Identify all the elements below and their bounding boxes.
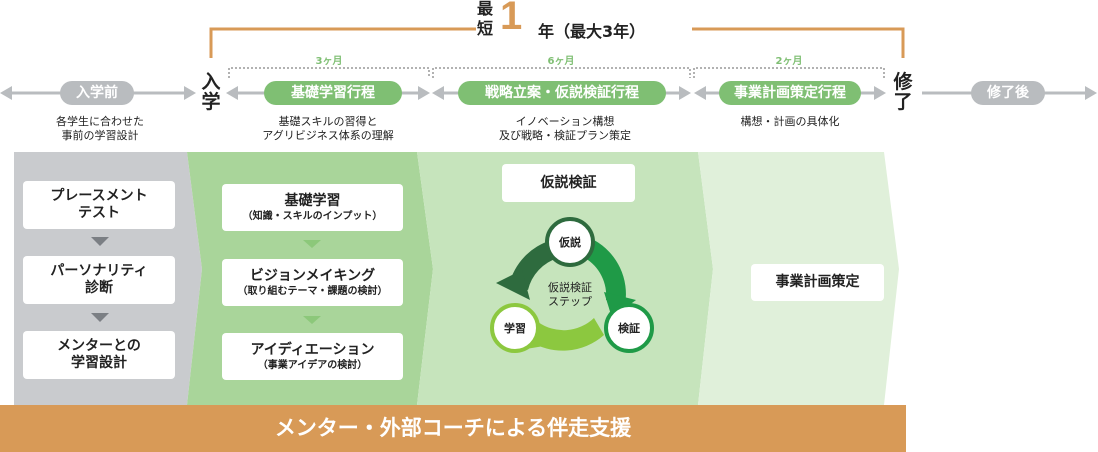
strategy-title-card: 仮説検証 [502, 164, 635, 202]
pre-arrow-2 [91, 313, 109, 322]
cycle-center-label: 仮説検証 ステップ [548, 281, 592, 308]
pre-arrow-1 [91, 237, 109, 246]
strategy-title: 仮説検証 [540, 174, 597, 191]
phase-basic-desc: 基礎スキルの習得と アグリビジネス体系の理解 [262, 115, 394, 142]
basic-step-vision: ビジョンメイキング （取り組むテーマ・課題の検討） [222, 259, 403, 306]
cycle-node-verify: 検証 [604, 303, 654, 353]
basic-arrow-1 [303, 240, 321, 248]
cycle-node-hypothesis: 仮説 [545, 217, 595, 267]
basic-arrow-2 [303, 316, 321, 324]
entry-label-top: 入 [201, 71, 221, 93]
pre-step-personality-title: パーソナリティ 診断 [50, 263, 148, 296]
complete-label-top: 修 [893, 71, 913, 93]
support-banner-bg [0, 405, 906, 452]
phase-strategy-desc: イノベーション構想 及び戦略・検証プラン策定 [499, 115, 631, 142]
months-basic: 3ヶ月 [315, 56, 343, 67]
support-banner-text: メンター・外部コーチによる伴走支援 [274, 416, 632, 440]
cycle-ring [496, 240, 636, 351]
month-brackets [228, 67, 885, 78]
basic-step-ideation-title: アイディエーション [250, 341, 375, 358]
pre-step-personality: パーソナリティ 診断 [23, 256, 175, 304]
header-prefix-top: 最 [476, 0, 493, 18]
phase-strategy-pill: 戦略立案・仮説検証行程 [458, 81, 666, 105]
phase-plan-desc: 構想・計画の具体化 [740, 115, 840, 128]
phase-pre-pill: 入学前 [60, 81, 134, 105]
phase-basic-pill: 基礎学習行程 [264, 81, 402, 105]
top-bracket [209, 27, 905, 58]
months-strategy: 6ヶ月 [547, 56, 575, 67]
pre-step-mentor: メンターとの 学習設計 [23, 331, 175, 379]
pre-step-placement-title: プレースメント テスト [50, 188, 148, 221]
basic-step-vision-sub: （取り組むテーマ・課題の検討） [237, 285, 388, 297]
entry-label-bottom: 学 [201, 91, 221, 113]
basic-step-learning: 基礎学習 （知識・スキルのインプット） [222, 184, 403, 231]
plan-title: 事業計画策定 [775, 274, 860, 290]
basic-step-learning-title: 基礎学習 [284, 192, 341, 209]
header-suffix: 年（最大3年） [538, 22, 646, 41]
phase-pre-desc: 各学生に合わせた 事前の学習設計 [56, 115, 144, 142]
basic-step-ideation: アイディエーション （事業アイデアの検討） [222, 333, 403, 380]
complete-label-bottom: 了 [893, 91, 913, 113]
header-number: 1 [500, 0, 523, 38]
pre-step-mentor-title: メンターとの 学習設計 [57, 338, 141, 371]
months-plan: 2ヶ月 [775, 56, 803, 67]
basic-step-learning-sub: （知識・スキルのインプット） [242, 210, 383, 222]
plan-card: 事業計画策定 [751, 264, 884, 301]
basic-step-vision-title: ビジョンメイキング [249, 267, 376, 284]
phase-after-pill: 修了後 [971, 81, 1045, 105]
basic-step-ideation-sub: （事業アイデアの検討） [257, 359, 368, 371]
phase-plan-pill: 事業計画策定行程 [719, 81, 861, 105]
pre-step-placement: プレースメント テスト [23, 181, 175, 229]
cycle-node-learn: 学習 [490, 303, 540, 353]
header-prefix-bottom: 短 [476, 19, 493, 38]
